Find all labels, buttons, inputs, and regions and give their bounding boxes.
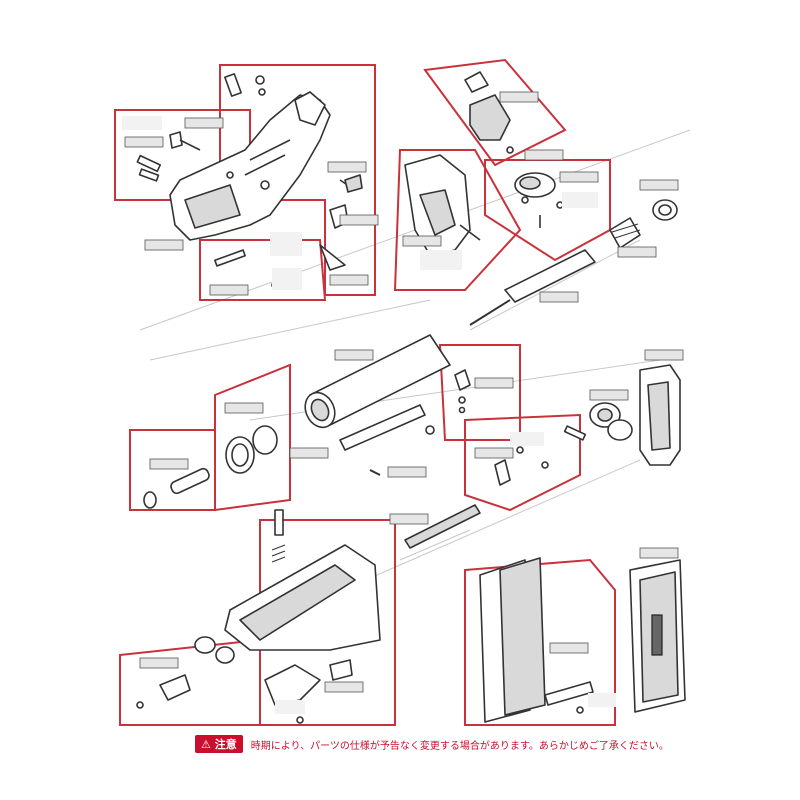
part-label: [639, 547, 679, 559]
part-labels: [124, 91, 684, 693]
lower-receiver: [169, 91, 331, 241]
part-label: [499, 91, 539, 103]
group-box-magazine: [464, 558, 616, 726]
part-label: [324, 681, 364, 693]
buffer-tube: [304, 334, 451, 476]
group-box-motor-plate: [484, 159, 611, 262]
warning-bar: ⚠ 注意 時期により、パーツの仕様が予告なく変更する場合があります。あらかじめご…: [195, 735, 715, 753]
buffer-parts: [143, 467, 210, 509]
part-label: [289, 447, 329, 459]
part-label: [139, 657, 179, 669]
part-label: [644, 349, 684, 361]
rail-strip: [404, 504, 481, 549]
part-label: [474, 447, 514, 459]
part-label: [559, 171, 599, 183]
part-label: [224, 402, 264, 414]
magazine-closed: [629, 559, 686, 713]
note-blocks: [122, 116, 616, 714]
part-label: [389, 513, 429, 525]
part-label: [474, 377, 514, 389]
motor-top: [464, 71, 514, 154]
part-label: [184, 117, 224, 129]
group-box-castle-nut: [214, 363, 291, 512]
part-label: [124, 136, 164, 148]
stock-latch-parts: [264, 659, 353, 724]
stock-body: [224, 509, 381, 651]
part-label: [327, 161, 367, 173]
part-label: [402, 235, 442, 247]
trigger-pin-parts: [136, 131, 201, 182]
magazine-open: [479, 557, 594, 723]
pistol-grip: [404, 154, 481, 256]
part-label: [144, 239, 184, 251]
guide-rod-assembly: [469, 199, 678, 326]
latch-parts: [454, 369, 471, 414]
part-label: [334, 349, 374, 361]
part-label: [387, 466, 427, 478]
castle-nut-parts: [225, 425, 278, 474]
butt-pad: [639, 364, 681, 466]
warning-message: 時期により、パーツの仕様が予告なく変更する場合があります。あらかじめご了承くださ…: [250, 740, 669, 752]
group-box-grip: [393, 149, 522, 291]
part-label: [589, 389, 629, 401]
part-label: [539, 291, 579, 303]
part-label: [329, 274, 369, 286]
part-label: [639, 179, 679, 191]
part-label: [149, 458, 189, 470]
part-label: [339, 214, 379, 226]
group-box-latch: [438, 344, 521, 441]
warning-badge: ⚠ 注意: [195, 735, 243, 753]
part-label: [524, 149, 564, 161]
group-box-stock-lever: [119, 638, 261, 726]
latch-pin-parts: [494, 446, 549, 486]
part-label: [617, 246, 657, 258]
lower-pin-parts: [214, 249, 279, 289]
group-box-motor-top: [423, 58, 567, 167]
group-boxes: [114, 58, 616, 726]
stock-lever-parts: [136, 636, 235, 709]
part-label: [549, 642, 589, 654]
part-label: [209, 284, 249, 296]
sling-mount: [563, 402, 633, 441]
group-box-latch-pins: [464, 413, 581, 512]
motor-plate: [514, 172, 564, 228]
